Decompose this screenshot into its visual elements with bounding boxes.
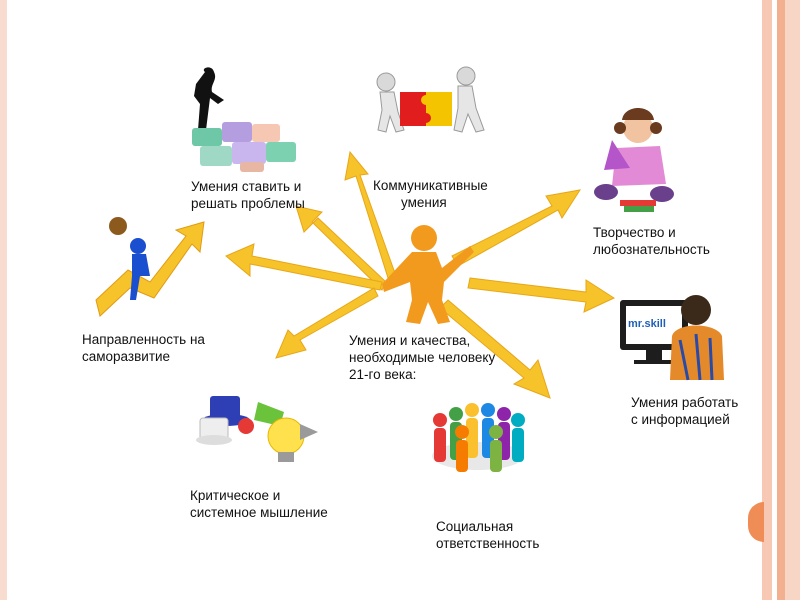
reading-girl-icon [594, 108, 674, 212]
right-frame-stripe-1 [762, 0, 772, 600]
puzzle-thinker-icon [192, 67, 296, 172]
arrows [225, 150, 616, 399]
label-information: Умения работать с информацией [631, 395, 739, 427]
arrow-to-problems [295, 205, 387, 291]
arrow-to-self-development [225, 243, 383, 291]
arrow-to-critical [275, 287, 379, 359]
frame-tab [748, 502, 764, 542]
right-frame-stripe-3 [785, 0, 800, 600]
people-circle-icon [432, 403, 525, 472]
hats-lightbulb-icon [196, 396, 318, 462]
label-center: Умения и качества, необходимые человеку … [349, 333, 496, 382]
label-self-development: Направленность на саморазвитие [82, 332, 205, 364]
label-communication: Коммуникативные умения [373, 178, 488, 210]
label-problems: Умения ставить и решать проблемы [191, 179, 305, 211]
rising-arrow-climber-icon [95, 217, 205, 317]
label-social: Социальная ответственность [436, 519, 540, 551]
monitor-screen-text: mr.skill [628, 318, 666, 330]
right-frame-gap [772, 0, 777, 600]
computer-user-icon [620, 295, 724, 381]
right-frame-stripe-2 [777, 0, 785, 600]
arrow-to-creativity [451, 189, 582, 267]
arrow-to-social [439, 299, 551, 399]
label-critical-thinking: Критическое и системное мышление [190, 488, 328, 520]
arrow-to-communication [344, 150, 397, 279]
orange-person-figure [382, 225, 474, 324]
left-frame-stripe [0, 0, 7, 600]
puzzle-handshake-icon [376, 66, 485, 133]
label-creativity: Творчество и любознательность [593, 225, 710, 257]
arrow-to-information [467, 277, 616, 313]
